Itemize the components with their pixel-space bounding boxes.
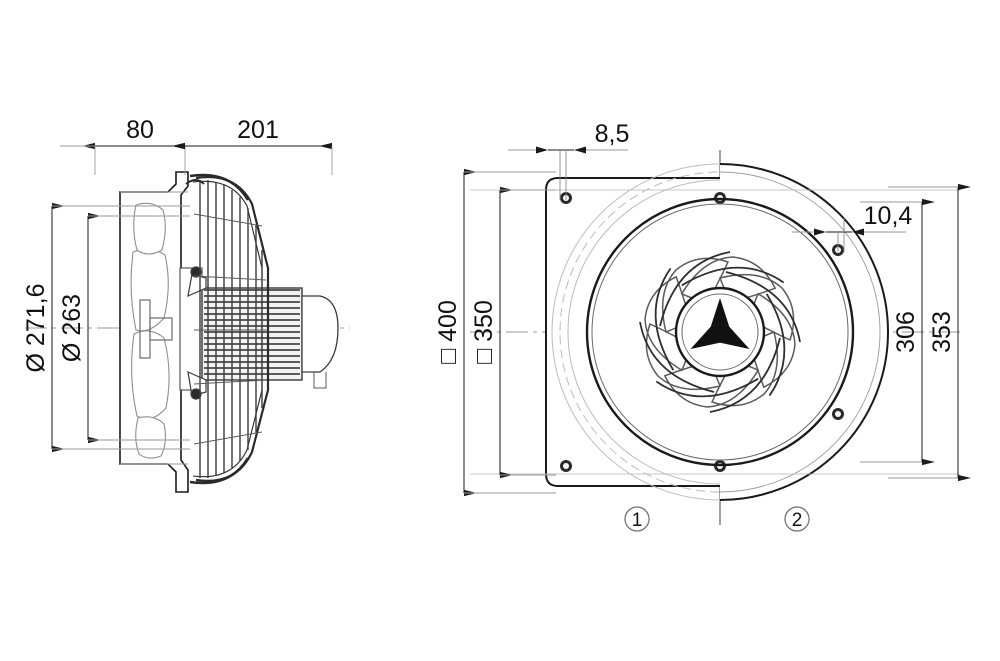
motor-body (179, 267, 339, 391)
dim-10-4: 10,4 (792, 202, 912, 252)
square-mounting-plate (545, 177, 720, 487)
terminal-box (301, 295, 339, 373)
dim-201: 201 (172, 116, 333, 175)
dim-263-label: Ø 263 (58, 294, 86, 362)
motor-cooling-fins (204, 289, 300, 375)
ring-frame-lines (120, 191, 188, 465)
dim-353: 353 (888, 183, 971, 482)
dim-80: 80 (60, 116, 186, 175)
flange-bolt-holes (832, 244, 844, 420)
callout-2: 2 (784, 506, 810, 532)
dim-350-label: □ 350 (470, 300, 498, 364)
callout-1: 1 (624, 506, 650, 532)
callout-2-label: 2 (792, 510, 803, 531)
round-flange-outer (720, 163, 889, 501)
dim-8-5: 8,5 (508, 120, 629, 200)
dim-263: Ø 263 (58, 212, 190, 444)
dim-10-4-label: 10,4 (864, 202, 913, 230)
dim-350: □ 350 (470, 186, 556, 479)
hub-shaft-profile (139, 299, 173, 359)
callout-1-label: 1 (632, 510, 643, 531)
impeller-outer-ring (585, 197, 855, 467)
dim-80-label: 80 (126, 116, 154, 144)
dim-271-6: Ø 271,6 (22, 202, 190, 453)
dim-8-5-label: 8,5 (595, 120, 630, 148)
round-flange-half (720, 163, 960, 501)
dim-306-label: 306 (892, 311, 920, 353)
hub-spider (690, 298, 750, 349)
dim-400-label: □ 400 (434, 300, 462, 364)
square-plate-half (470, 163, 720, 501)
impeller-assembly (585, 197, 855, 467)
dim-353-label: 353 (928, 311, 956, 353)
dim-201-label: 201 (237, 116, 279, 144)
guard-grille (185, 173, 270, 485)
dim-400: □ 400 (434, 168, 556, 497)
dim-306: 306 (860, 198, 935, 466)
front-elevation-view: 8,5 10,4 □ 400 □ 350 (434, 120, 971, 532)
side-elevation-view: 80 201 Ø 271,6 Ø 263 (22, 116, 350, 493)
dim-271-6-label: Ø 271,6 (22, 284, 50, 373)
